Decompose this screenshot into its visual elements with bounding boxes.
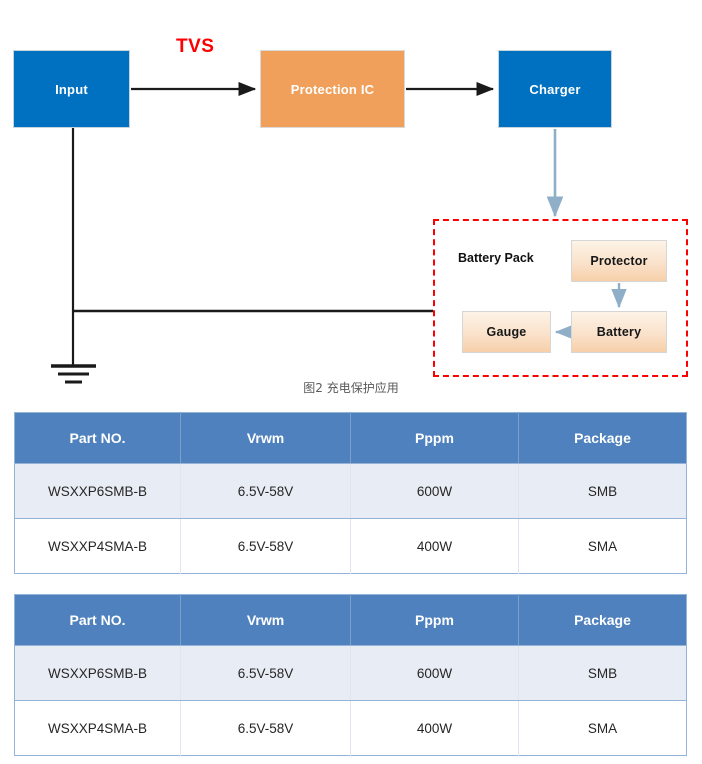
cell-vrwm: 6.5V-58V	[180, 518, 351, 574]
figure-caption: 图2 充电保护应用	[303, 381, 399, 395]
cell-pppm: 600W	[350, 463, 519, 519]
charging-protection-diagram: Input Protection IC Charger TVS Battery …	[13, 36, 688, 395]
table-row[interactable]: WSXXP6SMB-B 6.5V-58V 600W SMB	[14, 645, 687, 701]
ground-symbol	[51, 364, 96, 384]
diagram-connectors	[51, 81, 627, 384]
table-row[interactable]: WSXXP4SMA-B 6.5V-58V 400W SMA	[14, 518, 687, 574]
table-row[interactable]: WSXXP6SMB-B 6.5V-58V 600W SMB	[14, 463, 687, 519]
cell-vrwm: 6.5V-58V	[180, 645, 351, 701]
diagram-node-protector[interactable]: Protector	[571, 240, 667, 282]
node-input-label: Input	[55, 81, 88, 97]
node-protection-ic-label: Protection IC	[290, 81, 375, 97]
cell-package: SMA	[518, 518, 687, 574]
diagram-node-input[interactable]: Input	[13, 50, 130, 128]
column-header-pppm[interactable]: Pppm	[350, 594, 519, 646]
column-header-pppm[interactable]: Pppm	[350, 412, 519, 464]
node-battery-label: Battery	[596, 325, 642, 339]
spec-table-2: Part NO. Vrwm Pppm Package WSXXP6SMB-B 6…	[14, 594, 687, 756]
cell-part-no: WSXXP6SMB-B	[14, 645, 181, 701]
cell-package: SMB	[518, 463, 687, 519]
table-header-row: Part NO. Vrwm Pppm Package	[14, 594, 687, 646]
column-header-part-no[interactable]: Part NO.	[14, 412, 181, 464]
node-gauge-label: Gauge	[486, 325, 527, 339]
column-header-vrwm[interactable]: Vrwm	[180, 594, 351, 646]
table-header-row: Part NO. Vrwm Pppm Package	[14, 412, 687, 464]
battery-pack-label: Battery Pack	[458, 251, 534, 265]
column-header-vrwm[interactable]: Vrwm	[180, 412, 351, 464]
cell-vrwm: 6.5V-58V	[180, 700, 351, 756]
cell-part-no: WSXXP4SMA-B	[14, 700, 181, 756]
node-protector-label: Protector	[590, 254, 648, 268]
cell-package: SMB	[518, 645, 687, 701]
cell-part-no: WSXXP4SMA-B	[14, 518, 181, 574]
diagram-node-protection-ic[interactable]: Protection IC	[260, 50, 405, 128]
spec-table-1: Part NO. Vrwm Pppm Package WSXXP6SMB-B 6…	[14, 412, 687, 574]
column-header-package[interactable]: Package	[518, 412, 687, 464]
column-header-package[interactable]: Package	[518, 594, 687, 646]
cell-vrwm: 6.5V-58V	[180, 463, 351, 519]
cell-part-no: WSXXP6SMB-B	[14, 463, 181, 519]
tvs-annotation-label: TVS	[176, 36, 215, 57]
diagram-node-charger[interactable]: Charger	[498, 50, 612, 128]
cell-pppm: 600W	[350, 645, 519, 701]
battery-pack-boundary	[433, 219, 688, 377]
diagram-node-gauge[interactable]: Gauge	[462, 311, 551, 353]
node-charger-label: Charger	[529, 81, 581, 97]
cell-pppm: 400W	[350, 518, 519, 574]
table-row[interactable]: WSXXP4SMA-B 6.5V-58V 400W SMA	[14, 700, 687, 756]
cell-pppm: 400W	[350, 700, 519, 756]
cell-package: SMA	[518, 700, 687, 756]
diagram-node-battery[interactable]: Battery	[571, 311, 667, 353]
column-header-part-no[interactable]: Part NO.	[14, 594, 181, 646]
